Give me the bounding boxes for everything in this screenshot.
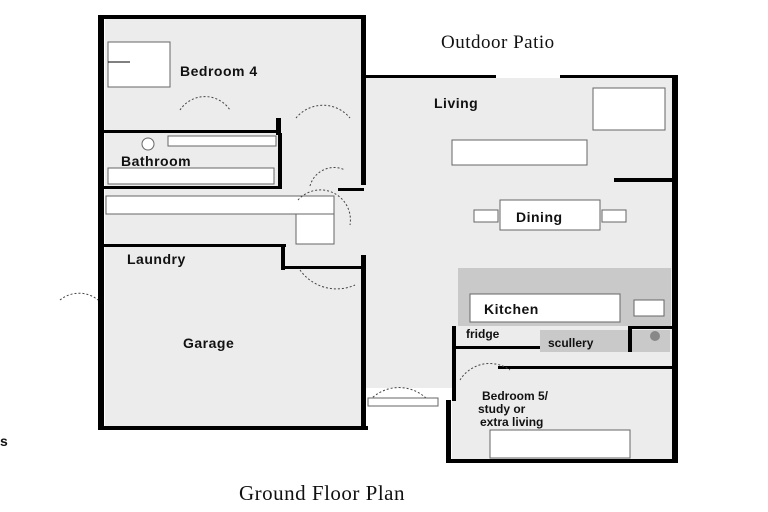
wall-hall-right (338, 188, 364, 191)
kitchen-label: Kitchen (484, 301, 539, 317)
bed-icon (107, 41, 171, 88)
stray-s-label: s (0, 433, 8, 449)
laundry-tub-icon (295, 213, 335, 245)
sofa-icon (592, 87, 666, 131)
dining-label: Dining (516, 209, 563, 225)
vanity-icon (167, 135, 277, 147)
scullery-round-icon (650, 331, 660, 341)
wall-left-bed5 (446, 400, 451, 463)
bathtub-icon (107, 167, 275, 185)
wall-bottom-garage (98, 426, 368, 430)
wall-bed4-bottom (104, 130, 280, 133)
wall-top-bedroom4 (98, 15, 365, 19)
bedroom4-label: Bedroom 4 (180, 63, 258, 79)
wall-bed5-top (498, 366, 675, 369)
living-label: Living (434, 95, 478, 111)
dining-table-icon (499, 199, 601, 231)
door-swing-laundry (297, 189, 351, 226)
wall-kitchen-stub (630, 326, 672, 329)
basin-icon (141, 137, 155, 151)
wall-right-garage (361, 255, 366, 430)
wall-laundry-right (281, 244, 285, 270)
wall-bath-bottom (104, 186, 282, 189)
dining-chair-right (601, 209, 627, 223)
wall-scullery-right (628, 326, 632, 352)
door-swing-bed4 (179, 96, 231, 111)
dining-chair-left (473, 209, 499, 223)
wall-left-outer (98, 15, 104, 430)
wall-bottom-bed5 (446, 459, 678, 463)
labels: Outdoor Patio Bedroom 4 Living Bathroom … (0, 32, 594, 505)
footer-title: Ground Floor Plan (239, 481, 405, 505)
wall-bath-right (278, 133, 282, 188)
wall-laundry-top (104, 244, 286, 247)
floor-areas (105, 18, 675, 460)
wall-top-living (366, 75, 496, 78)
wall-laundry-bottom (281, 266, 366, 269)
wall-right-bedroom4 (361, 15, 366, 185)
door-swing-bed5 (459, 363, 511, 381)
outdoor-patio-label: Outdoor Patio (441, 32, 555, 53)
bedroom5-label-line2: study or (478, 402, 526, 416)
bed5-icon (489, 429, 631, 459)
wall-kitchen-bottom (456, 346, 540, 349)
fixtures (59, 41, 666, 459)
wall-kitchen-left (452, 326, 456, 401)
entry-step-icon (367, 397, 439, 407)
bedroom5-label-line1: Bedroom 5/ (482, 389, 549, 403)
scullery-fill (540, 330, 670, 352)
tv-unit-icon (451, 139, 588, 166)
wall-right-outer (672, 75, 678, 463)
garage-label: Garage (183, 335, 234, 351)
laundry-label: Laundry (127, 251, 186, 267)
kitchen-island-icon (469, 293, 621, 323)
door-swing-entry (369, 387, 429, 401)
sink-icon (633, 299, 665, 317)
door-swing-bath (309, 167, 346, 187)
laundry-bench-icon (105, 195, 335, 215)
door-swing-side (59, 292, 99, 301)
fridge-label: fridge (466, 327, 500, 341)
bedroom5-label-line3: extra living (480, 415, 543, 429)
wall-bed4-door-jamb (276, 118, 281, 135)
bathroom-label: Bathroom (121, 153, 191, 169)
walls (98, 15, 678, 463)
wall-top-living-2 (560, 75, 678, 78)
scullery-label: scullery (548, 336, 594, 350)
wall-living-stub (614, 178, 674, 182)
